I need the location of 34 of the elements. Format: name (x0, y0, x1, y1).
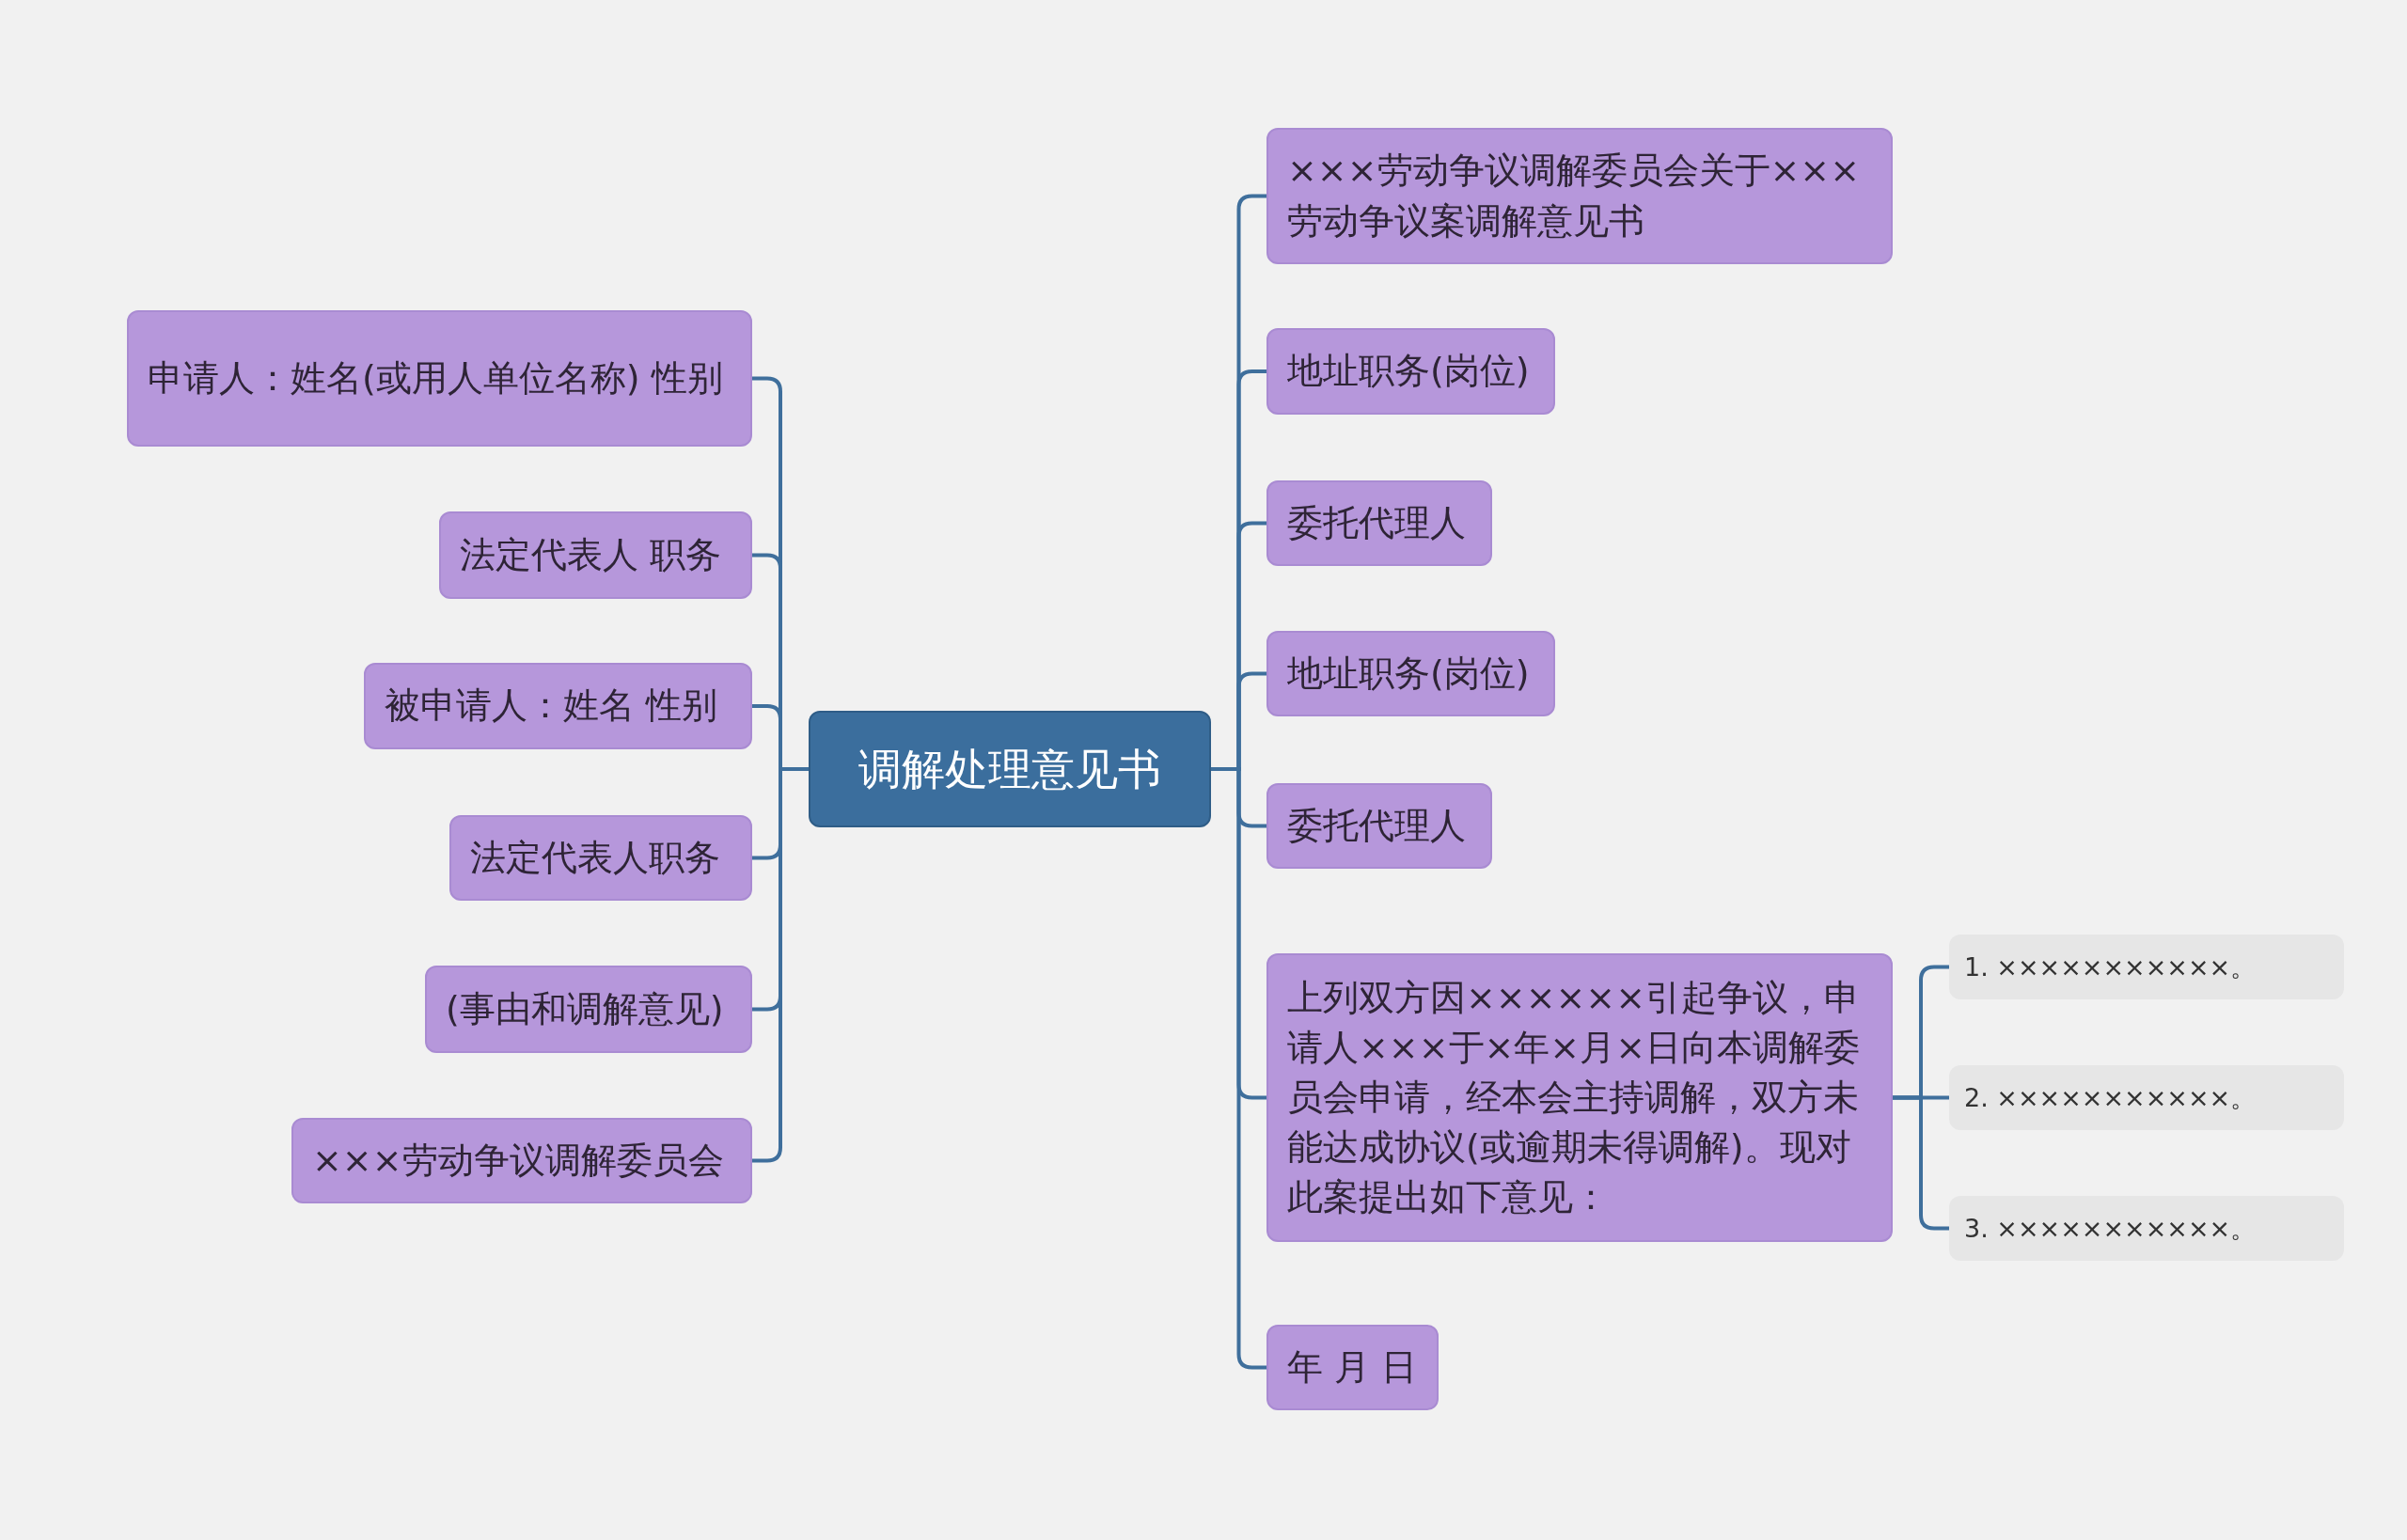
topic-box (1266, 128, 1893, 264)
topic-text: 被申请人：姓名 性别 (385, 684, 718, 729)
topic-text: 调解处理意见书 (858, 742, 1161, 796)
topic-box (1266, 953, 1893, 1242)
topic-box (1266, 328, 1555, 415)
topic-text: 申请人：姓名(或用人单位名称) 性别 (148, 355, 723, 401)
topic-box (1266, 631, 1555, 716)
central-topic (809, 711, 1211, 827)
subtopic-box (1949, 1065, 2344, 1130)
topic-text: 委托代理人 (1287, 803, 1466, 848)
topic-text: 2. ×××××××××××。 (1964, 1081, 2257, 1114)
topic-text: 年 月 日 (1287, 1344, 1418, 1390)
topic-box (291, 1118, 752, 1203)
subtopic-box (1949, 935, 2344, 999)
topic-box (1266, 783, 1492, 869)
topic-text: (事由和调解意见) (446, 986, 724, 1031)
topic-text: 法定代表人 职务 (460, 532, 722, 577)
topic-text: 上列双方因××××××引起争议，申请人×××于×年×月×日向本调解委员会申请，经本会主持调解，双方未能达成协议(或逾期未得调解)。现对此案提出如下意见： (1287, 975, 1862, 1220)
topic-box (127, 310, 752, 447)
topic-text: 3. ×××××××××××。 (1964, 1212, 2257, 1245)
topic-text: 地址职务(岗位) (1287, 349, 1530, 394)
topic-box (1266, 1325, 1439, 1410)
topic-text: 地址职务(岗位) (1287, 651, 1530, 696)
topic-text: ×××劳动争议调解委员会关于×××劳动争议案调解意见书 (1287, 149, 1862, 244)
topic-box (1266, 480, 1492, 566)
topic-box (439, 511, 752, 599)
subtopic-box (1949, 1196, 2344, 1261)
topic-box (364, 663, 752, 749)
topic-text: 1. ×××××××××××。 (1964, 951, 2257, 983)
topic-text: 委托代理人 (1287, 500, 1466, 545)
topic-text: 法定代表人职务 (470, 835, 720, 880)
topic-text: ×××劳动争议调解委员会 (312, 1138, 724, 1183)
topic-box (449, 815, 752, 901)
topic-box (425, 966, 752, 1053)
